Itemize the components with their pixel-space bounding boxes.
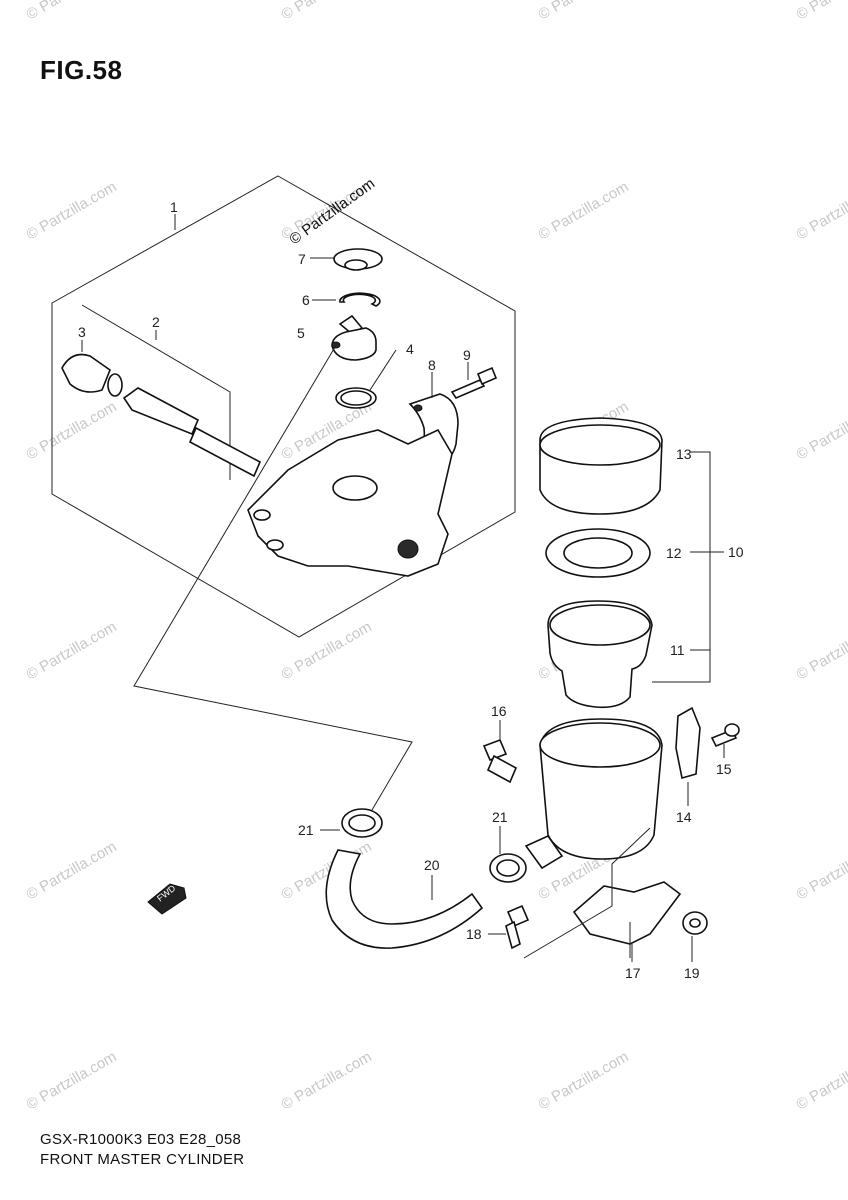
group-bracket-part-10 [652,451,711,683]
callout-11: 11 [670,642,685,658]
lead-part-4 [369,349,397,391]
watermark-text: © Partzilla.com [794,1048,848,1113]
part-14-bracket [675,706,701,780]
watermark-text: © Partzilla.com [794,178,848,243]
part-7-diaphragm-cap [333,248,383,271]
watermark-text: © Partzilla.com [279,1048,375,1113]
watermark-text: © Partzilla.com [24,0,120,23]
callout-6: 6 [302,292,310,308]
partzilla-feature-watermark: © Partzilla.com [286,175,378,248]
callout-10: 10 [728,544,744,560]
watermark-text: © Partzilla.com [536,178,632,243]
part-2-piston-set [122,387,262,478]
callout-labels: 1 2 3 4 5 6 7 8 9 10 11 12 13 14 15 16 1… [78,199,744,981]
callout-21-upper: 21 [298,822,314,838]
callout-5: 5 [297,325,305,341]
watermark-text: © Partzilla.com [794,0,848,23]
callout-4: 4 [406,341,414,357]
watermark-text: © Partzilla.com [279,0,375,23]
watermark-text: © Partzilla.com [24,178,120,243]
callout-8: 8 [428,357,436,373]
hose-routing-line [133,341,413,811]
callout-2: 2 [152,314,160,330]
part-18-bolt [505,904,530,950]
callout-1: 1 [170,199,178,215]
callout-19: 19 [684,965,700,981]
reservoir-body [524,718,663,870]
callout-7: 7 [298,251,306,267]
part-4-o-ring [335,387,377,409]
watermark-text: © Partzilla.com [24,838,120,903]
part-11-diaphragm [547,600,653,709]
watermark-text: © Partzilla.com [24,398,120,463]
master-cylinder-body [247,428,453,577]
part-5-elbow-connector [331,314,377,361]
callout-17: 17 [625,965,641,981]
watermark-text: © Partzilla.com [794,398,848,463]
part-12-plate [545,528,651,578]
part-6-circlip [339,292,381,307]
part-15-screw [710,723,740,748]
watermark-text: © Partzilla.com [794,618,848,683]
part-21-hose-clamp-upper [341,808,383,838]
watermark-text: © Partzilla.com [536,0,632,23]
callout-3: 3 [78,324,86,340]
model-code: GSX-R1000K3 E03 E28_058 [40,1131,242,1148]
watermark-text: © Partzilla.com [24,1048,120,1113]
reservoir-hose-line [523,827,651,959]
part-21-hose-clamp-lower [489,853,527,883]
callout-14: 14 [676,809,692,825]
watermark-text: © Partzilla.com [24,618,120,683]
part-17-reservoir-bracket [572,881,682,945]
watermark-text: © Partzilla.com [279,618,375,683]
figure-title: FIG.58 [40,55,123,85]
watermark-text: © Partzilla.com [794,838,848,903]
part-16-bolt [482,738,518,784]
callout-13: 13 [676,446,692,462]
part-20-hose [325,849,484,949]
part-13-reservoir-cap [539,417,663,515]
callout-21-lower: 21 [492,809,508,825]
forward-direction-marker: FWD [147,883,187,915]
callout-20: 20 [424,857,440,873]
callout-12: 12 [666,545,682,561]
callout-18: 18 [466,926,482,942]
part-9-bolt [450,366,498,399]
part-19-nut [682,911,708,935]
callout-9: 9 [463,347,471,363]
watermark-text: © Partzilla.com [536,1048,632,1113]
callout-16: 16 [491,703,507,719]
figure-caption: FRONT MASTER CYLINDER [40,1151,245,1168]
assembly-outline-part-1 [51,175,516,638]
part-3-dust-boot [61,353,123,397]
callout-15: 15 [716,761,732,777]
